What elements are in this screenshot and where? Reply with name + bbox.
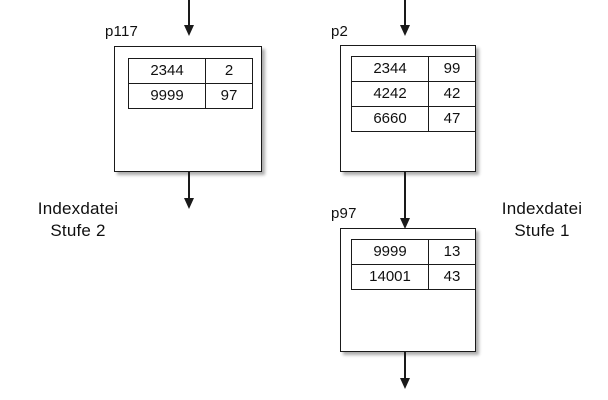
entry-pointer: 13 <box>428 239 476 265</box>
arrow-head-icon <box>400 378 410 389</box>
arrow-shaft <box>404 352 406 379</box>
arrow-into-p117 <box>184 0 194 36</box>
table-row: 2344 2 <box>128 58 253 84</box>
arrow-into-p2 <box>400 0 410 36</box>
arrow-out-of-p117 <box>184 172 194 210</box>
arrow-head-icon <box>400 25 410 36</box>
table-row: 4242 42 <box>351 81 476 107</box>
entry-pointer: 97 <box>205 83 253 109</box>
caption-indexdatei-stufe-1: Indexdatei Stufe 1 <box>480 198 604 242</box>
entry-pointer: 2 <box>205 58 253 84</box>
arrow-shaft <box>188 0 190 26</box>
arrow-shaft <box>188 172 190 199</box>
table-row: 9999 13 <box>351 239 476 265</box>
caption-line-2: Stufe 2 <box>50 221 106 240</box>
caption-line-2: Stufe 1 <box>514 221 570 240</box>
arrow-shaft <box>404 172 406 219</box>
arrow-p2-to-p97 <box>400 172 410 230</box>
arrow-head-icon <box>184 25 194 36</box>
entry-key: 2344 <box>351 56 429 82</box>
node-label-p97: p97 <box>331 205 357 222</box>
entry-pointer: 43 <box>428 264 476 290</box>
table-row: 2344 99 <box>351 56 476 82</box>
caption-line-1: Indexdatei <box>37 199 119 218</box>
entry-key: 6660 <box>351 106 429 132</box>
entry-key: 2344 <box>128 58 206 84</box>
node-label-p2: p2 <box>331 23 349 40</box>
arrow-head-icon <box>400 218 410 229</box>
entry-key: 9999 <box>128 83 206 109</box>
caption-line-1: Indexdatei <box>501 199 583 218</box>
entry-table-p97: 9999 13 14001 43 <box>351 239 476 290</box>
arrow-head-icon <box>184 198 194 209</box>
table-row: 9999 97 <box>128 83 253 109</box>
entry-key: 9999 <box>351 239 429 265</box>
entry-pointer: 42 <box>428 81 476 107</box>
arrow-out-of-p97 <box>400 352 410 390</box>
entry-key: 4242 <box>351 81 429 107</box>
entry-table-p2: 2344 99 4242 42 6660 47 <box>351 56 476 132</box>
entry-pointer: 99 <box>428 56 476 82</box>
table-row: 14001 43 <box>351 264 476 290</box>
node-label-p117: p117 <box>105 23 139 40</box>
entry-key: 14001 <box>351 264 429 290</box>
caption-indexdatei-stufe-2: Indexdatei Stufe 2 <box>8 198 148 242</box>
arrow-shaft <box>404 0 406 26</box>
entry-pointer: 47 <box>428 106 476 132</box>
entry-table-p117: 2344 2 9999 97 <box>128 58 253 109</box>
table-row: 6660 47 <box>351 106 476 132</box>
